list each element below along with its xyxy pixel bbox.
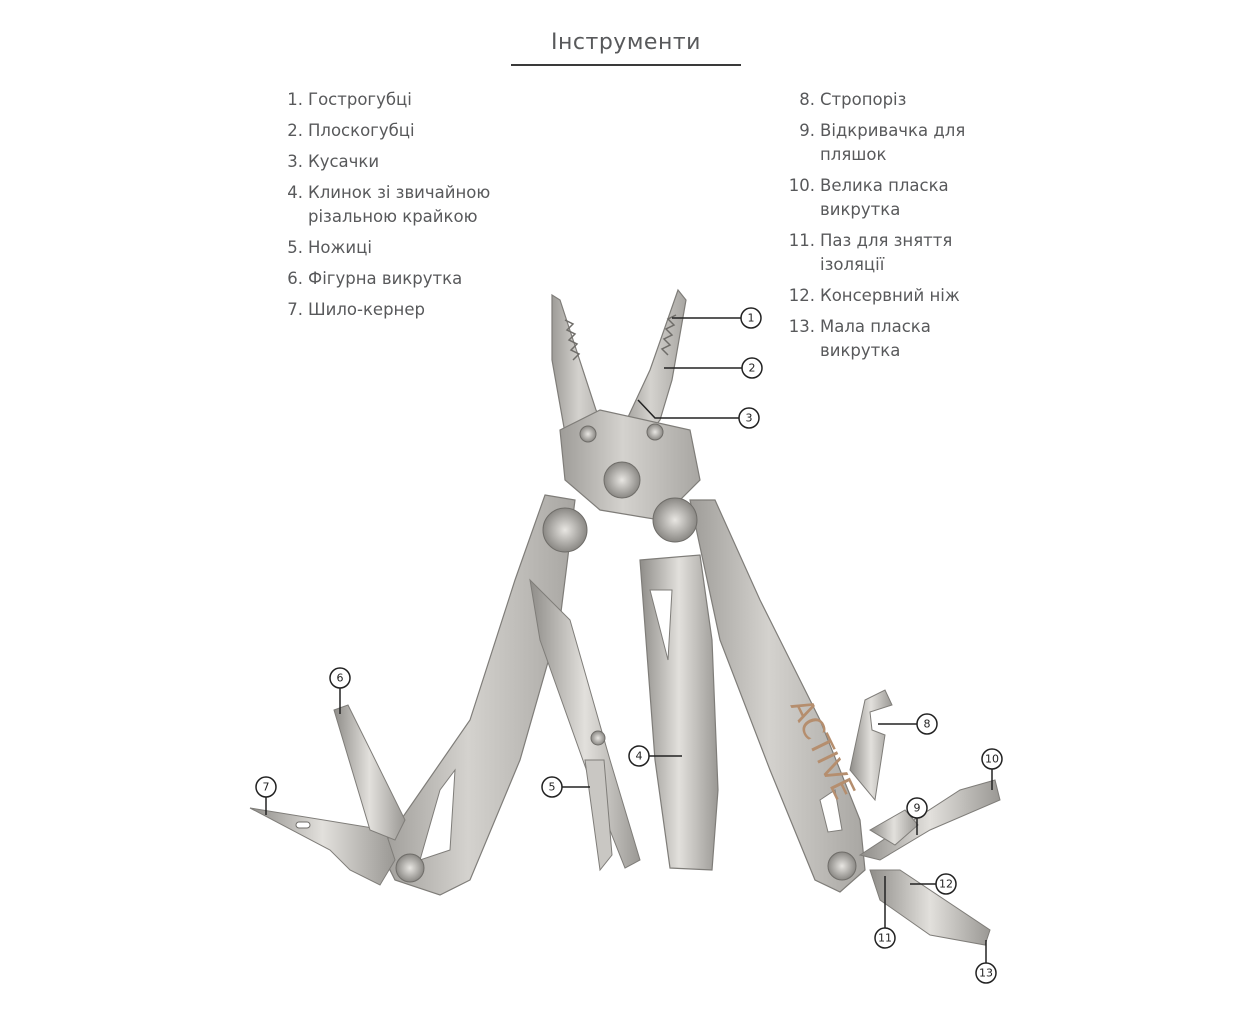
callout-9: 9 [906, 797, 928, 835]
svg-text:2: 2 [749, 362, 756, 375]
svg-text:9: 9 [914, 802, 921, 815]
svg-text:4: 4 [636, 750, 643, 763]
list-item: 2.Плоскогубці [287, 121, 415, 140]
knife-blade [639, 554, 719, 871]
left-handle [379, 494, 588, 896]
plier-jaws [551, 288, 701, 521]
svg-text:10: 10 [985, 753, 999, 766]
list-item: 13.Мала пласка викрутка [788, 317, 931, 360]
list-item: 10.Велика пласка викрутка [788, 176, 949, 219]
list-item: 3.Кусачки [287, 152, 380, 171]
svg-text:12: 12 [939, 878, 953, 891]
list-item: 11.Паз для зняття ізоляції [788, 231, 953, 274]
right-tools [849, 689, 1001, 946]
svg-text:8: 8 [924, 718, 931, 731]
callout-4: 4 [628, 745, 682, 767]
svg-text:7: 7 [263, 781, 270, 794]
left-tools [249, 704, 406, 886]
list-item: 12.Консервний ніж [788, 286, 960, 305]
list-item: 4.Клинок зі звичайною різальною крайкою [287, 183, 491, 226]
svg-text:1: 1 [748, 312, 755, 325]
callout-1: 1 [672, 307, 762, 329]
callout-7: 7 [255, 776, 277, 815]
page-title: Інструменти [551, 30, 701, 55]
scissors [529, 578, 641, 872]
list-item: 8.Стропоріз [799, 90, 907, 109]
svg-text:5: 5 [549, 781, 556, 794]
callout-8: 8 [878, 713, 938, 735]
title-underline [511, 64, 741, 66]
svg-text:6: 6 [337, 672, 344, 685]
list-item: 7.Шило-кернер [287, 300, 425, 319]
callout-12: 12 [910, 873, 957, 895]
list-item: 6.Фігурна викрутка [287, 269, 463, 288]
list-item: 5.Ножиці [287, 238, 372, 257]
callout-2: 2 [664, 357, 763, 379]
callout-13: 13 [975, 940, 997, 984]
tool-list-left: 1.Гострогубці 2.Плоскогубці 3.Кусачки 4.… [283, 88, 508, 329]
callout-6: 6 [329, 667, 351, 714]
list-item: 9.Відкривачка для пляшок [799, 121, 966, 164]
callout-10: 10 [981, 748, 1003, 790]
callout-5: 5 [541, 776, 590, 798]
list-item: 1.Гострогубці [287, 90, 412, 109]
svg-text:13: 13 [979, 967, 993, 980]
callout-11: 11 [874, 876, 896, 949]
svg-text:3: 3 [746, 412, 753, 425]
svg-text:11: 11 [878, 932, 892, 945]
callout-3: 3 [637, 399, 760, 429]
tool-list-right: 8.Стропоріз 9.Відкривачка для пляшок 10.… [785, 88, 990, 370]
